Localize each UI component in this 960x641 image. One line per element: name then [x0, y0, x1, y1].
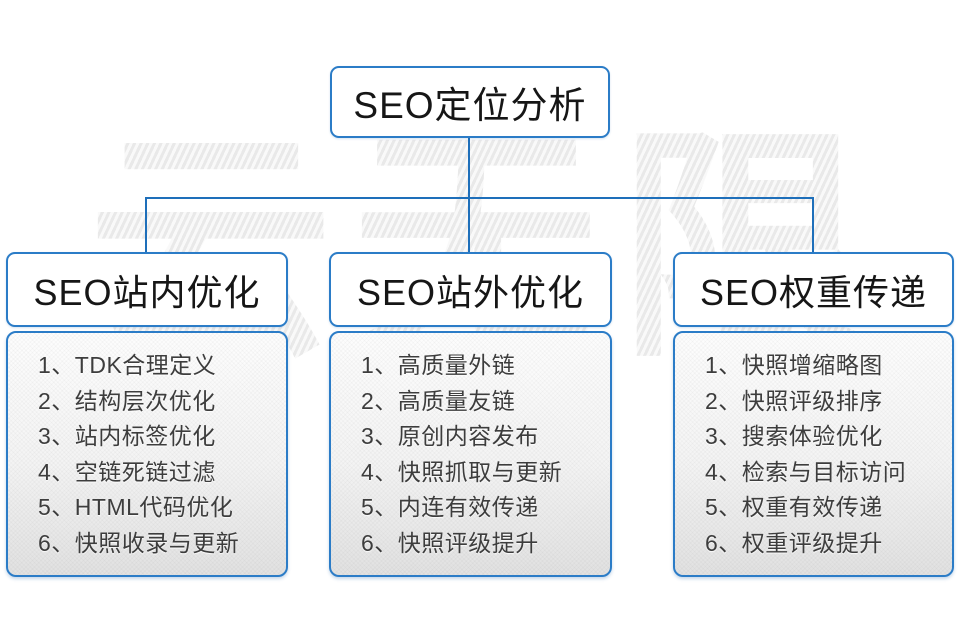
- column-offsite: SEO站外优化 1、高质量外链 2、高质量友链 3、原创内容发布 4、快照抓取与…: [329, 252, 612, 577]
- root-node-title: SEO定位分析: [353, 85, 587, 126]
- root-node-seo-positioning: SEO定位分析: [330, 66, 610, 138]
- list-item: 1、高质量外链: [361, 352, 516, 378]
- list-item: 4、空链死链过滤: [38, 458, 216, 485]
- column-header-weight: SEO权重传递: [673, 252, 954, 327]
- list-item: 5、HTML代码优化: [38, 494, 234, 520]
- connector-drop-onsite: [145, 198, 147, 252]
- list-item: 3、原创内容发布: [361, 423, 539, 449]
- connector-drop-weight: [812, 198, 814, 252]
- column-weight: SEO权重传递 1、快照增缩略图 2、快照评级排序 3、搜索体验优化 4、检索与…: [673, 252, 954, 577]
- list-item: 6、快照评级提升: [361, 529, 539, 556]
- list-item: 2、结构层次优化: [38, 387, 216, 414]
- list-item: 3、站内标签优化: [38, 423, 216, 449]
- list-item: 6、快照收录与更新: [38, 529, 240, 556]
- list-item: 1、TDK合理定义: [38, 352, 217, 378]
- column-header-onsite: SEO站内优化: [6, 252, 288, 327]
- column-title: SEO站内优化: [33, 271, 261, 313]
- column-list-weight: 1、快照增缩略图 2、快照评级排序 3、搜索体验优化 4、检索与目标访问 5、权…: [673, 331, 954, 577]
- column-title: SEO站外优化: [356, 271, 585, 313]
- list-item: 2、高质量友链: [361, 387, 516, 414]
- list-item: 6、权重评级提升: [705, 529, 883, 556]
- list-item: 4、快照抓取与更新: [361, 458, 563, 485]
- column-list-onsite: 1、TDK合理定义 2、结构层次优化 3、站内标签优化 4、空链死链过滤 5、H…: [6, 331, 288, 577]
- list-item: 4、检索与目标访问: [705, 458, 907, 485]
- list-item: 5、权重有效传递: [705, 494, 883, 520]
- list-item: 1、快照增缩略图: [705, 352, 883, 378]
- connector-drop-offsite: [468, 198, 470, 252]
- column-title: SEO权重传递: [699, 271, 928, 313]
- connector-root-stem: [468, 138, 470, 199]
- list-item: 5、内连有效传递: [361, 494, 539, 520]
- column-header-offsite: SEO站外优化: [329, 252, 612, 327]
- connector-horizontal: [145, 197, 814, 199]
- column-list-offsite: 1、高质量外链 2、高质量友链 3、原创内容发布 4、快照抓取与更新 5、内连有…: [329, 331, 612, 577]
- column-onsite: SEO站内优化 1、TDK合理定义 2、结构层次优化 3、站内标签优化 4、空链…: [6, 252, 288, 577]
- list-item: 3、搜索体验优化: [705, 423, 883, 449]
- list-item: 2、快照评级排序: [705, 387, 883, 414]
